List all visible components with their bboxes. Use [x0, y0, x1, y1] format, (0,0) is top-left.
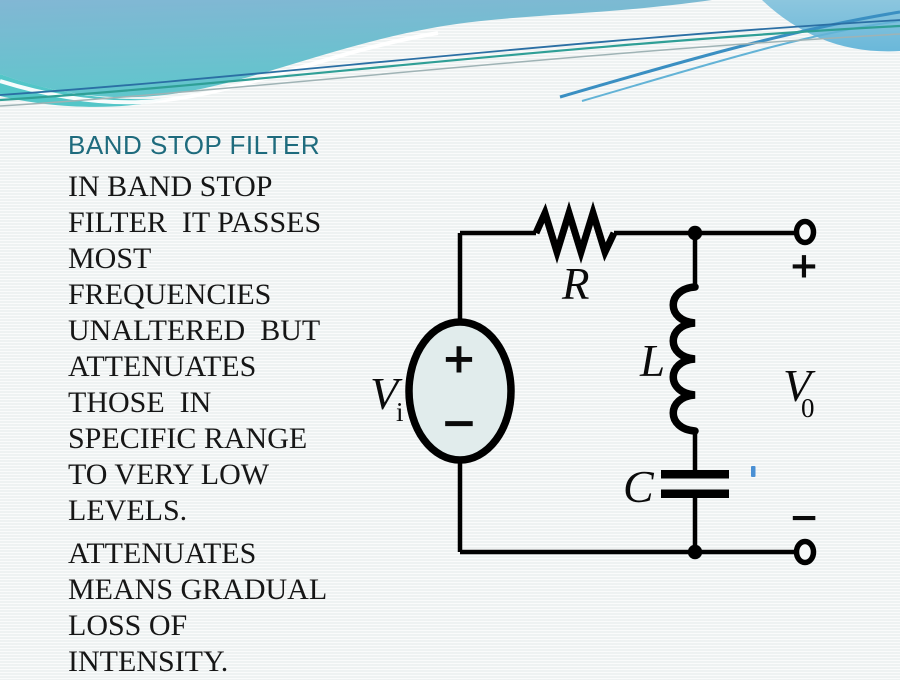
circuit-wires	[457, 230, 796, 555]
body-paragraph-1: IN BAND STOP FILTER IT PASSES MOST FREQU…	[68, 170, 322, 527]
accent-line-teal	[0, 24, 900, 102]
voltage-source-minus: −	[441, 398, 478, 449]
wave-sky-shape	[0, 0, 712, 98]
capacitor-label: C	[623, 461, 655, 512]
header-wave-decoration	[0, 0, 900, 107]
voltage-source-plus: +	[441, 334, 476, 383]
output-terminal-bottom	[793, 538, 817, 566]
capacitor-tick-mark	[751, 466, 756, 477]
output-terminal-top	[793, 218, 817, 246]
capacitor-symbol	[661, 470, 729, 498]
slide-title: BAND STOP FILTER	[68, 130, 321, 160]
slide-body-text: IN BAND STOP FILTER IT PASSES MOST FREQU…	[68, 169, 373, 680]
output-minus-sign: −	[789, 498, 819, 539]
output-voltage-subscript: 0	[801, 393, 815, 423]
output-voltage-label: V	[783, 360, 816, 411]
voltage-source-symbol	[405, 318, 515, 464]
accent-line-blue	[0, 19, 900, 96]
input-voltage-subscript: i	[396, 397, 404, 427]
inductor-symbol	[669, 283, 699, 435]
resistor-symbol	[532, 201, 618, 264]
body-paragraph-2: ATTENUATES MEANS GRADUAL LOSS OF INTENSI…	[68, 537, 328, 678]
wave-streak-dark-blue	[559, 10, 900, 99]
resistor-label: R	[561, 259, 590, 309]
inductor-label: L	[639, 336, 665, 386]
input-voltage-label: V	[370, 368, 403, 419]
junction-dot-top	[687, 225, 703, 241]
output-plus-sign: +	[789, 246, 819, 287]
junction-dot-bottom	[687, 544, 703, 560]
accent-line-grey	[0, 33, 900, 107]
wave-teal-strip	[0, 74, 172, 107]
wave-white-highlight	[0, 31, 439, 105]
